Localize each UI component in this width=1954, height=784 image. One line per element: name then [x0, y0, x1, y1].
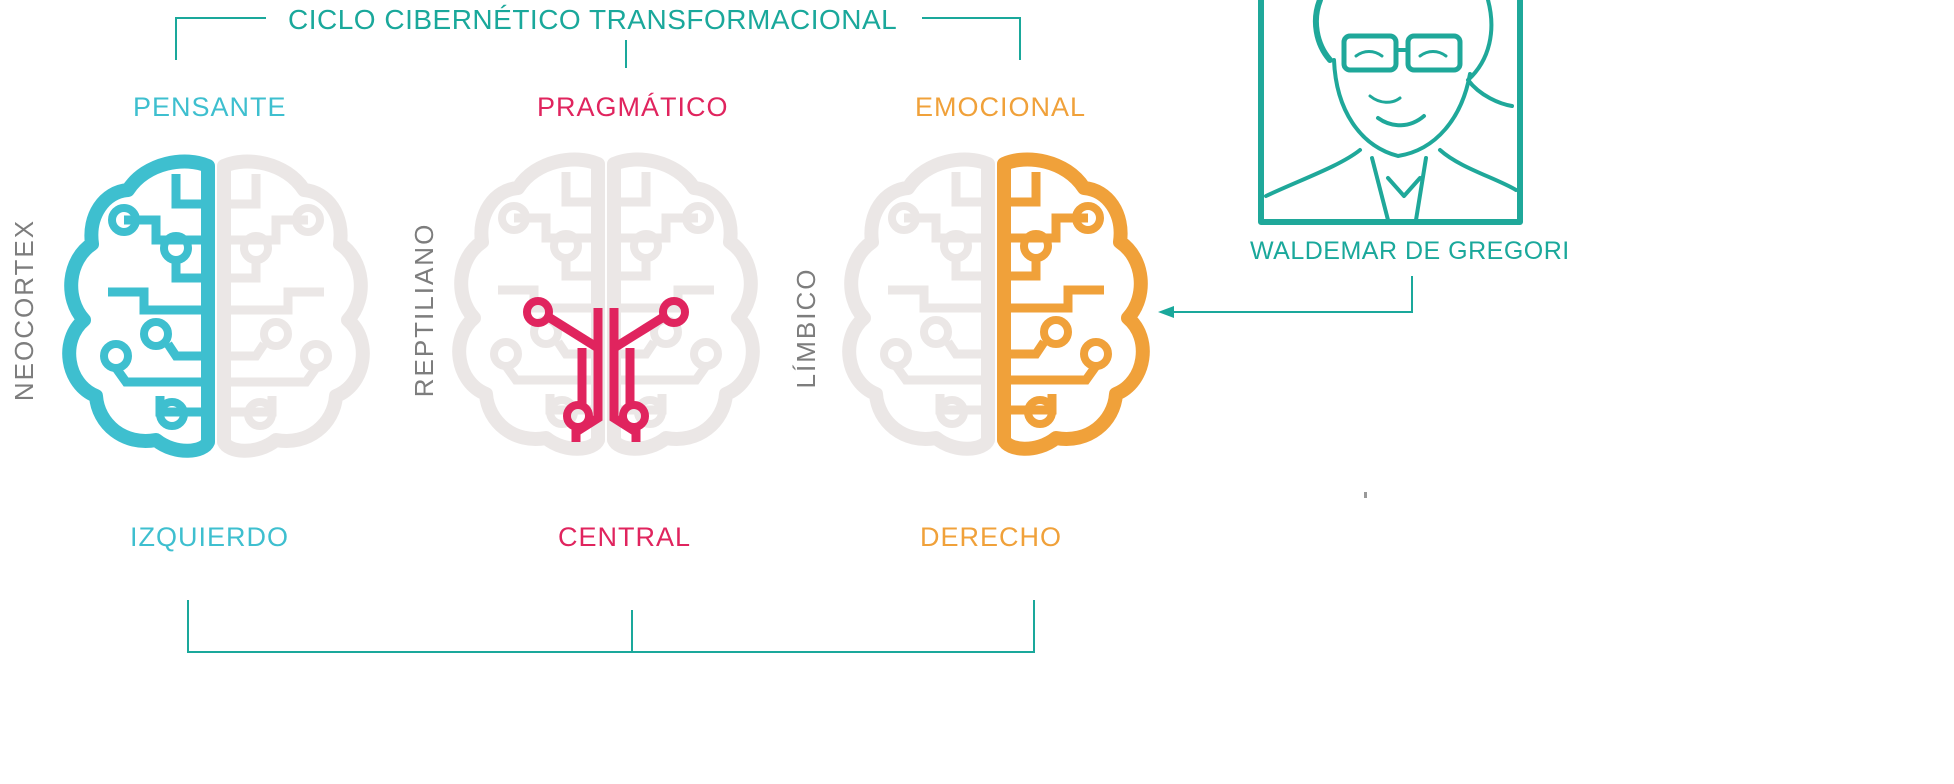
right-hemisphere-highlight [1004, 159, 1143, 448]
right-hemisphere-gray [224, 161, 363, 450]
label-emocional: EMOCIONAL [915, 92, 1087, 122]
brain-center-icon [459, 159, 753, 448]
left-hemisphere-gray [849, 159, 988, 448]
diagram-title: CICLO CIBERNÉTICO TRANSFORMACIONAL [288, 4, 898, 35]
label-central: CENTRAL [558, 522, 692, 552]
label-derecho: DERECHO [920, 522, 1063, 552]
brain-left-icon [69, 161, 363, 450]
left-hemisphere-highlight [69, 161, 208, 450]
portrait-name: WALDEMAR DE GREGORI [1250, 237, 1570, 265]
label-limbico: LÍMBICO [791, 267, 821, 389]
label-neocortex: NEOCORTEX [9, 218, 39, 402]
connector-top [175, 17, 1021, 68]
connector-bottom [187, 600, 1035, 653]
portrait-illustration [1258, 0, 1523, 225]
label-pragmatico: PRAGMÁTICO [537, 92, 729, 122]
connector-portrait-arrow [1158, 276, 1413, 318]
label-izquierdo: IZQUIERDO [130, 522, 290, 552]
label-reptiliano: REPTILIANO [409, 222, 439, 398]
brain-right-icon [849, 159, 1143, 448]
label-pensante: PENSANTE [133, 92, 287, 122]
speck-mark [1364, 492, 1367, 498]
